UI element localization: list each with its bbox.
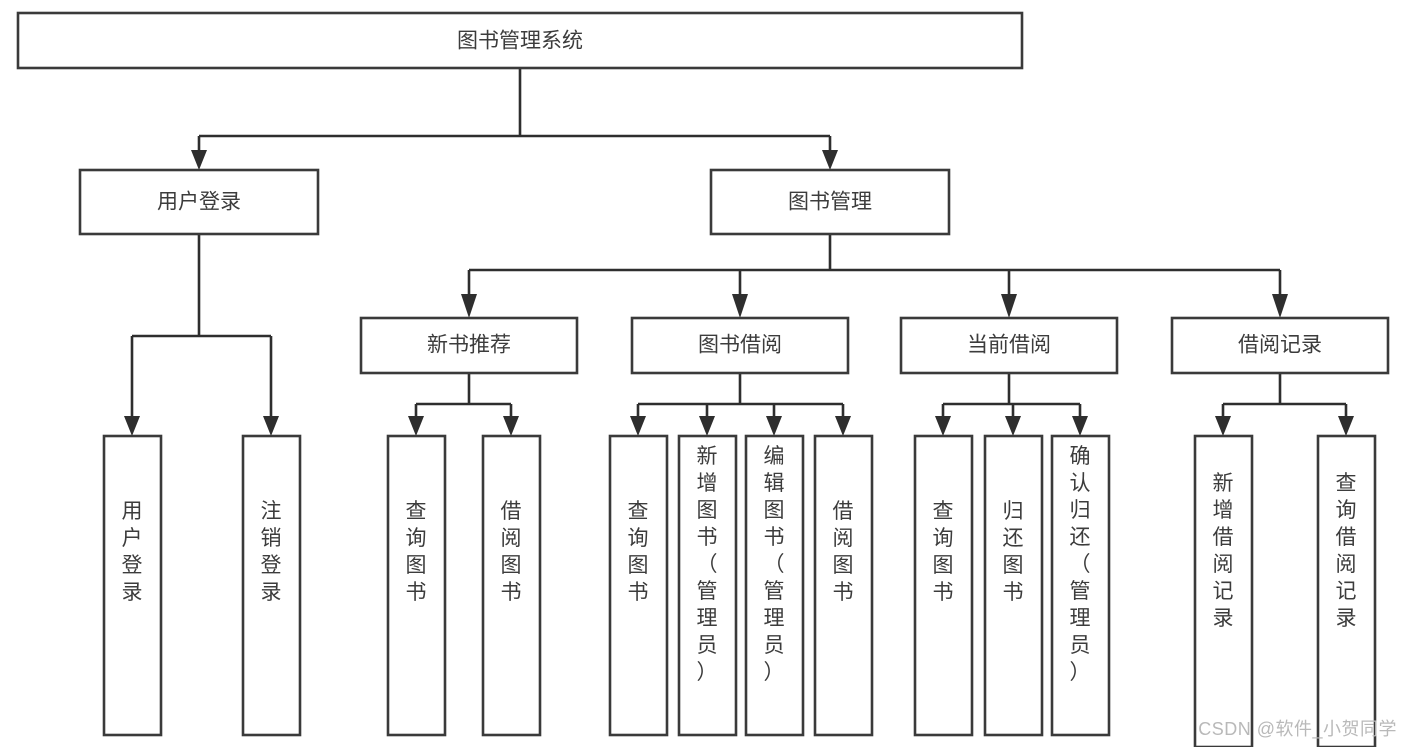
node-leaf-label: 新增图书（管理员） xyxy=(697,445,718,684)
node-leaf-box[interactable] xyxy=(744,434,805,737)
node-book-borrow-box[interactable] xyxy=(630,316,850,375)
node-leaf-box[interactable] xyxy=(1193,434,1254,747)
node-user-login-box[interactable] xyxy=(78,168,320,236)
node-leaf-box[interactable] xyxy=(983,434,1044,737)
arrow-head-icon xyxy=(835,416,851,436)
node-leaf-label: 借阅图书 xyxy=(833,500,854,604)
node-new-book-recommend-label: 新书推荐 xyxy=(427,334,511,357)
node-leaf-label: 确认归还（管理员） xyxy=(1070,445,1091,684)
node-leaf-label: 借阅图书 xyxy=(501,500,522,604)
node-leaf-box[interactable] xyxy=(241,434,302,737)
node-current-borrow-label: 当前借阅 xyxy=(967,334,1051,357)
node-leaf-label: 注销登录 xyxy=(261,500,282,604)
node-borrow-records-box[interactable] xyxy=(1170,316,1390,375)
node-leaf-label: 用户登录 xyxy=(122,500,143,604)
node-leaf-box[interactable] xyxy=(813,434,874,737)
node-current-borrow-box[interactable] xyxy=(899,316,1119,375)
arrow-head-icon xyxy=(822,150,838,170)
node-leaf-logout[interactable]: 注销登录 xyxy=(241,434,302,737)
node-borrow-records[interactable]: 借阅记录 xyxy=(1170,316,1390,375)
node-leaf-box[interactable] xyxy=(1316,434,1377,747)
node-leaf-edit-book-admin[interactable]: 编辑图书（管理员） xyxy=(744,434,805,737)
node-new-book-recommend-box[interactable] xyxy=(359,316,579,375)
arrow-head-icon xyxy=(1001,294,1017,318)
arrow-head-icon xyxy=(630,416,646,436)
arrow-head-icon xyxy=(766,416,782,436)
node-leaf-query-book-current[interactable]: 查询图书 xyxy=(913,434,974,737)
node-current-borrow[interactable]: 当前借阅 xyxy=(899,316,1119,375)
node-leaf-box[interactable] xyxy=(386,434,447,737)
node-leaf-box[interactable] xyxy=(102,434,163,737)
arrow-head-icon xyxy=(699,416,715,436)
node-user-login[interactable]: 用户登录 xyxy=(78,168,320,236)
arrow-head-icon xyxy=(1005,416,1021,436)
node-leaf-query-book-newbook[interactable]: 查询图书 xyxy=(386,434,447,737)
node-book-management-box[interactable] xyxy=(709,168,951,236)
node-leaf-label: 查询借阅记录 xyxy=(1336,472,1357,630)
arrow-head-icon xyxy=(732,294,748,318)
node-leaf-box[interactable] xyxy=(608,434,669,737)
connector-group-borrow xyxy=(630,373,851,436)
arrow-head-icon xyxy=(1215,416,1231,436)
node-book-management[interactable]: 图书管理 xyxy=(709,168,951,236)
arrow-head-icon xyxy=(191,150,207,170)
node-borrow-records-label: 借阅记录 xyxy=(1238,334,1322,357)
node-leaf-label: 查询图书 xyxy=(406,500,427,604)
node-leaf-box[interactable] xyxy=(913,434,974,737)
node-root[interactable]: 图书管理系统 xyxy=(16,11,1024,70)
node-root-box[interactable] xyxy=(16,11,1024,70)
node-leaf-query-book-borrow[interactable]: 查询图书 xyxy=(608,434,669,737)
node-leaf-box[interactable] xyxy=(481,434,542,737)
node-leaf-label: 编辑图书（管理员） xyxy=(764,445,785,684)
arrow-head-icon xyxy=(1272,294,1288,318)
connector-group-newbook xyxy=(408,373,519,436)
node-book-borrow-label: 图书借阅 xyxy=(698,334,782,357)
arrow-head-icon xyxy=(935,416,951,436)
node-root-label: 图书管理系统 xyxy=(457,30,583,53)
node-leaf-box[interactable] xyxy=(1050,434,1111,737)
arrow-head-icon xyxy=(263,416,279,436)
connector-group-current xyxy=(935,373,1088,436)
node-leaf-add-borrow-record[interactable]: 新增借阅记录 xyxy=(1193,434,1254,747)
arrow-head-icon xyxy=(461,294,477,318)
node-leaf-query-borrow-record[interactable]: 查询借阅记录 xyxy=(1316,434,1377,747)
node-leaf-label: 归还图书 xyxy=(1003,500,1024,604)
node-leaf-box[interactable] xyxy=(677,434,738,737)
node-leaf-label: 查询图书 xyxy=(933,500,954,604)
node-leaf-confirm-return-admin[interactable]: 确认归还（管理员） xyxy=(1050,434,1111,737)
arrow-head-icon xyxy=(408,416,424,436)
arrow-head-icon xyxy=(1072,416,1088,436)
arrow-head-icon xyxy=(124,416,140,436)
node-leaf-label: 新增借阅记录 xyxy=(1213,472,1234,630)
connector-group-records xyxy=(1215,373,1354,436)
connector-group-user-login xyxy=(124,234,279,436)
node-book-management-label: 图书管理 xyxy=(788,191,872,214)
connector-group-book-mgmt xyxy=(461,234,1288,318)
node-new-book-recommend[interactable]: 新书推荐 xyxy=(359,316,579,375)
node-book-borrow[interactable]: 图书借阅 xyxy=(630,316,850,375)
node-leaf-borrow-book[interactable]: 借阅图书 xyxy=(813,434,874,737)
node-leaf-borrow-book-newbook[interactable]: 借阅图书 xyxy=(481,434,542,737)
watermark-text: CSDN @软件_小贺同学 xyxy=(1198,719,1397,739)
node-user-login-label: 用户登录 xyxy=(157,191,241,214)
connector-group-root xyxy=(191,68,838,170)
node-leaf-return-book[interactable]: 归还图书 xyxy=(983,434,1044,737)
arrow-head-icon xyxy=(503,416,519,436)
arrow-head-icon xyxy=(1338,416,1354,436)
node-leaf-user-login[interactable]: 用户登录 xyxy=(102,434,163,737)
node-leaf-add-book-admin[interactable]: 新增图书（管理员） xyxy=(677,434,738,737)
node-leaf-label: 查询图书 xyxy=(628,500,649,604)
